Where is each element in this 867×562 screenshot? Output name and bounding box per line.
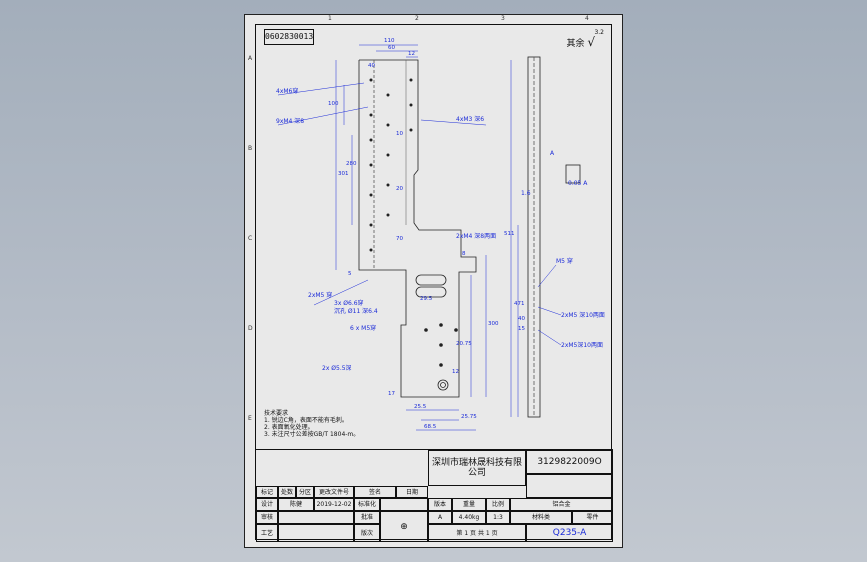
callout-2xm5-10b: 2xM5深10两面 (561, 341, 603, 349)
callout-2x-d55: 2x Ø5.5深 (322, 364, 352, 372)
tolerance-frame: 0.05 A (568, 180, 588, 187)
callout-2xm4: 2xM4 深8两面 (456, 232, 496, 240)
roughness-1-6: 1.6 (521, 190, 531, 197)
callout-3x-d66: 3x Ø6.6穿 (334, 299, 364, 307)
roughness-symbol-icon: √ (587, 35, 595, 49)
title-block: 标记 处数 分区 更改文件号 签名 日期 设计 陈健 2019-12-02 标准… (256, 449, 613, 542)
company-name: 深圳市瑞林晟科技有限公司 (428, 450, 526, 486)
datum-a: A (550, 150, 555, 157)
front-view-outline (358, 59, 477, 398)
dim-29-5: 29.5 (420, 296, 433, 302)
dim-60: 60 (388, 45, 395, 51)
dim-10: 10 (396, 131, 403, 137)
dim-25-75: 25.75 (461, 414, 477, 420)
dimension-lines (277, 44, 562, 431)
side-view-outline (527, 56, 581, 418)
technical-notes: 技术要求 1. 锐边C角，表面不能有毛刺。 2. 表面氧化处理。 3. 未注尺寸… (264, 410, 360, 438)
callout-4xm3: 4xM3 深6 (456, 115, 484, 123)
dim-471: 471 (514, 301, 525, 307)
dim-12: 12 (408, 51, 415, 57)
hole-markers (369, 78, 458, 367)
callout-9xm4: 9xM4 深8 (276, 117, 304, 125)
callout-counterbore: 沉孔 Ø11 深6.4 (334, 307, 378, 315)
dim-110: 110 (384, 38, 395, 44)
sheet-count: 第 1 页 共 1 页 (428, 524, 526, 542)
dim-20-75: 20.75 (456, 341, 472, 347)
dim-70: 70 (396, 236, 403, 242)
drawing-number: 3129822009O (526, 450, 613, 474)
dim-511: 511 (504, 231, 515, 237)
dim-280: 280 (346, 161, 357, 167)
dim-301: 301 (338, 171, 349, 177)
dim-15: 15 (518, 326, 525, 332)
dim-68-5: 68.5 (424, 424, 437, 430)
callout-6xm5: 6 x M5穿 (350, 324, 376, 332)
dim-25-5: 25.5 (414, 404, 427, 410)
dim-5: 5 (348, 271, 352, 277)
callout-2xm5-10a: 2xM5 深10两面 (561, 311, 605, 319)
dim-300: 300 (488, 321, 499, 327)
drawing-frame: 0602830013 其余 √ 3.2 (255, 24, 613, 542)
drawing-code-box: 0602830013 (264, 29, 314, 45)
callout-4xm6: 4xM6穿 (276, 87, 298, 95)
dim-8: 8 (462, 251, 466, 257)
surface-roughness-note: 其余 √ 3.2 (566, 29, 604, 49)
part-material: Q235-A (526, 524, 613, 542)
dim-40b: 40 (518, 316, 525, 322)
callout-m5: M5 穿 (556, 257, 573, 265)
dim-20: 20 (396, 186, 403, 192)
dim-12b: 12 (452, 369, 459, 375)
dim-17: 17 (388, 391, 395, 397)
drawing-sheet: 0602830013 其余 √ 3.2 (244, 14, 623, 548)
projection-symbol-icon: ⊕ (400, 521, 408, 532)
part-drawing: 110 60 12 40 100 301 280 10 20 70 511 47… (276, 38, 605, 431)
dim-40: 40 (368, 63, 375, 69)
dim-100: 100 (328, 101, 339, 107)
callout-2xm5: 2xM5 穿 (308, 291, 332, 299)
